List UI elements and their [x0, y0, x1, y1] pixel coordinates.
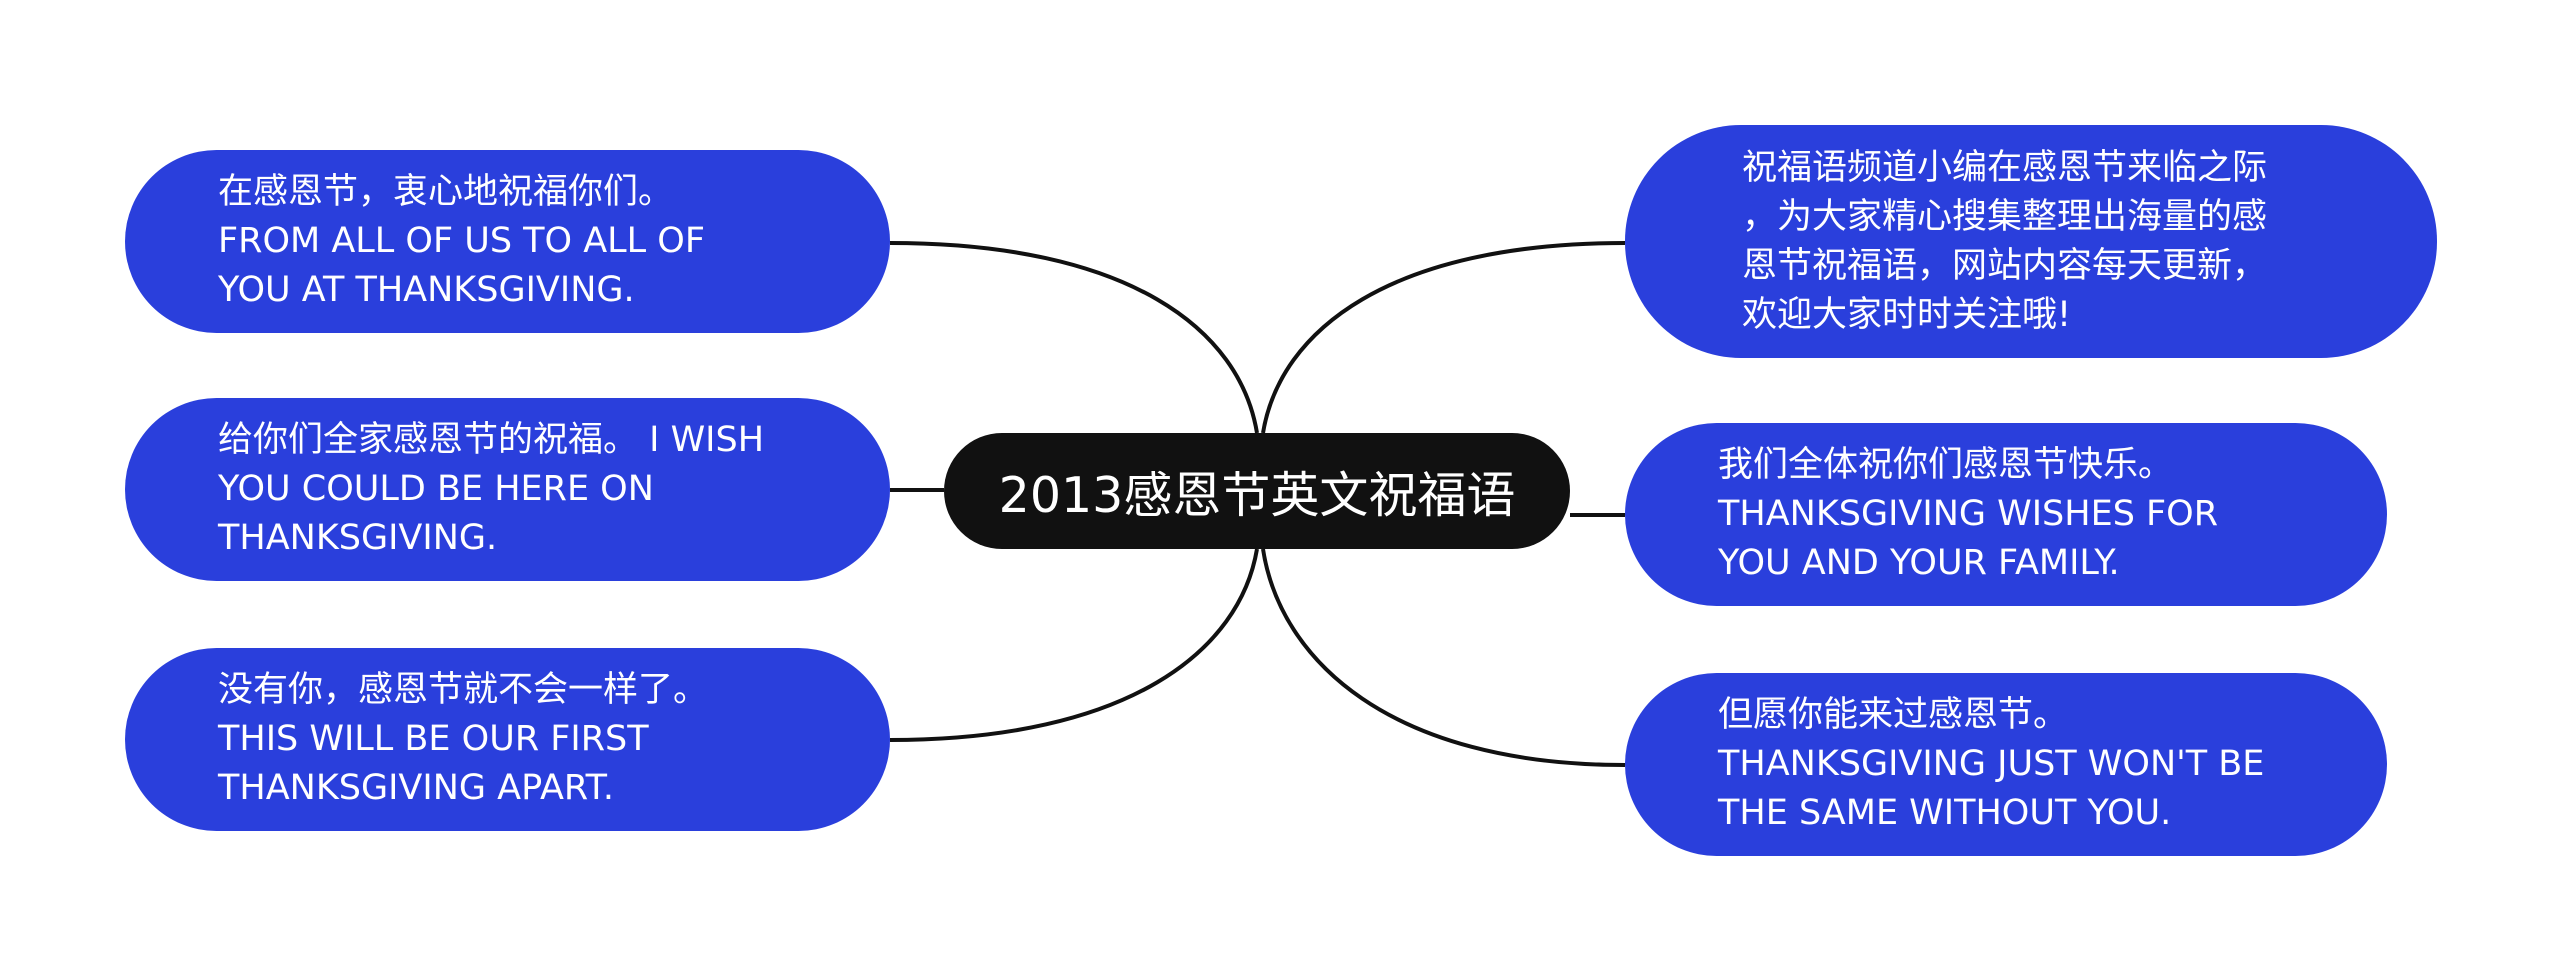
topic-node-left-1[interactable]: 在感恩节，衷心地祝福你们。 FROM ALL OF US TO ALL OF Y… — [125, 150, 890, 333]
topic-node-text: 给你们全家感恩节的祝福。 I WISH YOU COULD BE HERE ON… — [218, 420, 765, 558]
topic-node-text: 祝福语频道小编在感恩节来临之际 ，为大家精心搜集整理出海量的感 恩节祝福语，网站… — [1742, 147, 2268, 335]
topic-node-left-3[interactable]: 没有你，感恩节就不会一样了。 THIS WILL BE OUR FIRST TH… — [125, 648, 890, 831]
topic-node-text: 但愿你能来过感恩节。 THANKSGIVING JUST WON'T BE TH… — [1718, 695, 2265, 833]
topic-node-text: 在感恩节，衷心地祝福你们。 FROM ALL OF US TO ALL OF Y… — [218, 172, 705, 310]
topic-node-text: 没有你，感恩节就不会一样了。 THIS WILL BE OUR FIRST TH… — [218, 670, 709, 808]
center-topic-node[interactable]: 2013感恩节英文祝福语 — [944, 433, 1570, 549]
connector-right-1 — [1261, 241, 1626, 434]
topic-node-right-2[interactable]: 我们全体祝你们感恩节快乐。 THANKSGIVING WISHES FOR YO… — [1625, 423, 2387, 606]
connector-right-3 — [1261, 548, 1626, 767]
topic-node-text: 我们全体祝你们感恩节快乐。 THANKSGIVING WISHES FOR YO… — [1718, 445, 2219, 583]
center-topic-label: 2013感恩节英文祝福语 — [998, 466, 1516, 524]
topic-node-right-1[interactable]: 祝福语频道小编在感恩节来临之际 ，为大家精心搜集整理出海量的感 恩节祝福语，网站… — [1625, 125, 2437, 358]
topic-node-right-3[interactable]: 但愿你能来过感恩节。 THANKSGIVING JUST WON'T BE TH… — [1625, 673, 2387, 856]
topic-node-left-2[interactable]: 给你们全家感恩节的祝福。 I WISH YOU COULD BE HERE ON… — [125, 398, 890, 581]
connector-left-1 — [889, 241, 1259, 434]
connector-left-3 — [889, 548, 1259, 742]
